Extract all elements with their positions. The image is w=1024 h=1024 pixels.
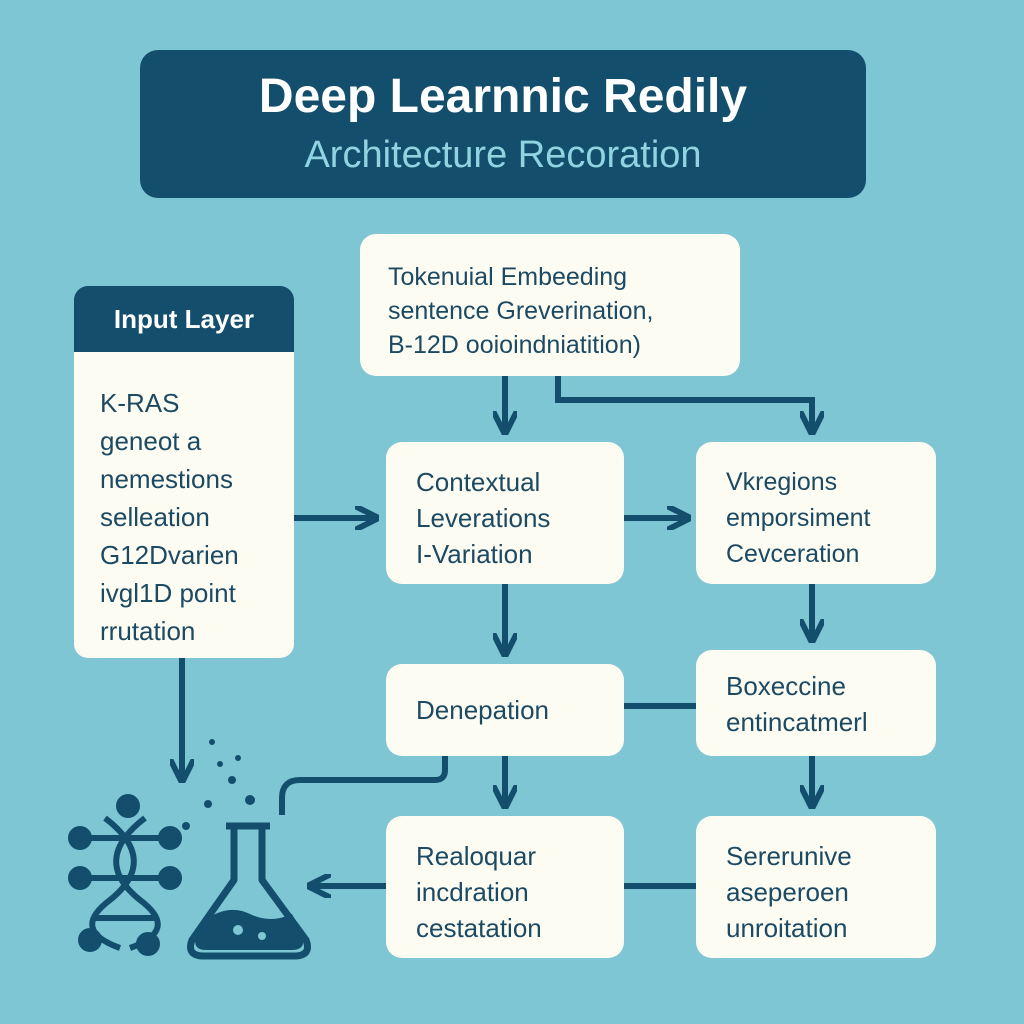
node-vkregions: Vkregions emporsiment Cevceration: [696, 442, 936, 584]
input-layer-panel: K-RAS geneot a nemestions selleation G12…: [74, 286, 294, 658]
node-line: sentence Greverination,: [388, 297, 654, 325]
input-line: G12Dvarien: [100, 540, 239, 570]
node-line: incdration: [416, 877, 529, 907]
arrow-embedding-to-vkregions: [555, 373, 812, 430]
diagram-title: Deep Learnnic Redily: [258, 70, 748, 123]
node-line: Realoquar: [416, 841, 536, 871]
node-line: Denepation: [416, 695, 549, 725]
node-boxeccine: Boxeccine entincatmerl: [696, 650, 936, 756]
node-line: Contextual: [416, 467, 541, 497]
dna-molecule-icon: [68, 794, 182, 956]
node-sererunive: Sererunive aseperoen unroitation: [696, 816, 936, 958]
input-layer-body: K-RAS geneot a nemestions selleation G12…: [74, 336, 294, 658]
title-banner: Deep Learnnic Redily Architecture Recora…: [140, 50, 866, 198]
node-line: Cevceration: [726, 540, 860, 568]
node-realoquar: Realoquar incdration cestatation: [386, 816, 624, 958]
node-line: aseperoen: [726, 877, 849, 907]
input-line: rrutation: [100, 616, 196, 646]
input-line: nemestions: [100, 464, 233, 494]
input-line: ivgl1D point: [100, 578, 236, 608]
node-line: B-12D ooioindniatition): [388, 331, 641, 359]
node-line: Leverations: [416, 503, 551, 533]
node-line: unroitation: [726, 913, 848, 943]
connector-denepation-to-flask: [279, 739, 448, 815]
node-line: Boxeccine: [726, 671, 846, 701]
diagram-subtitle: Architecture Recoration: [304, 134, 702, 176]
input-line: K-RAS: [100, 388, 180, 418]
node-line: Tokenuial Embeeding: [388, 263, 628, 291]
input-line: selleation: [100, 502, 210, 532]
node-line: Sererunive: [726, 841, 852, 871]
node-line: emporsiment: [726, 504, 871, 532]
node-line: entincatmerl: [726, 707, 868, 737]
input-line: geneot a: [100, 426, 202, 456]
node-line: I-Variation: [416, 539, 533, 569]
node-embedding: Tokenuial Embeeding sentence Greverinati…: [360, 234, 740, 376]
node-line: Vkregions: [726, 468, 838, 496]
input-layer-header: Input Layer: [74, 286, 294, 352]
node-line: cestatation: [416, 913, 542, 943]
node-denepation: Denepation: [386, 664, 624, 756]
flask-icon: [182, 739, 311, 960]
node-contextual: Contextual Leverations I-Variation: [386, 442, 624, 584]
